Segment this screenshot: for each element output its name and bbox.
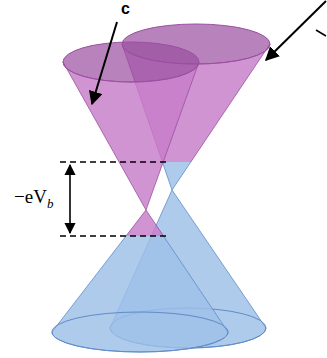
bias-symbol: −eV	[14, 186, 47, 207]
energy-level	[60, 235, 170, 236]
cone-rim	[63, 42, 199, 82]
cone-band	[52, 42, 228, 236]
energy-level	[60, 161, 170, 162]
cone-rim	[52, 312, 228, 352]
pointer-arrow	[92, 22, 117, 104]
cone-surface	[52, 236, 228, 352]
cone-surface	[52, 210, 228, 236]
panel-label: c	[121, 0, 130, 18]
pointer-arrow	[266, 1, 326, 60]
bias-subscript: b	[47, 196, 54, 211]
bias-arrow	[69, 165, 71, 233]
pointer-arrow	[316, 30, 326, 36]
cone-surface	[63, 62, 199, 210]
cone-band	[52, 236, 228, 352]
bias-label: −eVb	[14, 186, 53, 208]
